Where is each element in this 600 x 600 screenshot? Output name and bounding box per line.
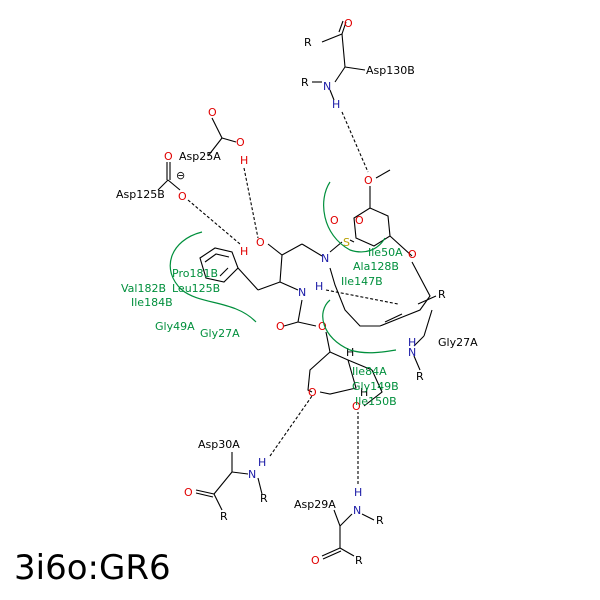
residue-label-asp29a: Asp29A — [294, 498, 336, 511]
residue-asp30a: Asp30A O R N H R — [184, 438, 268, 523]
atom-oxygen: O — [408, 248, 417, 261]
atom-hydrogen: H — [408, 336, 416, 349]
atom-nitrogen: N — [408, 346, 416, 359]
residue-label-gly27a-left: Gly27A — [200, 327, 240, 340]
hydrophobic-arc — [323, 181, 386, 253]
atom-r: R — [220, 510, 228, 523]
residue-label-ile184b: Ile184B — [131, 296, 173, 309]
atom-r: R — [376, 514, 384, 527]
page-title: 3i6o:GR6 — [14, 548, 171, 588]
hydrophobic-arc — [169, 231, 257, 323]
atom-hydrogen: H — [258, 456, 266, 469]
atom-nitrogen: N — [353, 504, 361, 517]
atom-oxygen: O — [318, 320, 327, 333]
atom-r: R — [355, 554, 363, 567]
hbond — [341, 111, 369, 173]
residue-label-ile84a: Ile84A — [352, 365, 387, 378]
residue-label-gly149b: Gly149B — [352, 380, 399, 393]
atom-oxygen: O — [352, 400, 361, 413]
atom-hydrogen: H — [240, 154, 248, 167]
atom-hydrogen: H — [346, 346, 354, 359]
residue-asp130b: R O R N H Asp130B — [301, 17, 415, 111]
residue-label-gly27a-right: Gly27A — [438, 336, 478, 349]
residue-label-pro181b: Pro181B — [172, 267, 218, 280]
atom-oxygen: O — [256, 236, 265, 249]
residue-label-ala128b: Ala128B — [353, 260, 399, 273]
residue-gly27a-right: R H N R Gly27A — [408, 288, 478, 383]
hbond — [325, 289, 399, 305]
charge-minus: ⊖ — [176, 169, 185, 182]
atom-sulfur: S — [343, 236, 350, 249]
atom-nitrogen: N — [321, 252, 329, 265]
hydrophobic-arc — [322, 299, 397, 354]
hbond — [269, 395, 313, 457]
hbond — [187, 199, 241, 245]
residue-asp25a: O O H Asp25A — [179, 106, 248, 167]
atom-oxygen: O — [164, 150, 173, 163]
atom-oxygen: O — [178, 190, 187, 203]
residue-label-leu125b: Leu125B — [172, 282, 220, 295]
atom-nitrogen: N — [248, 468, 256, 481]
residue-label-asp30a: Asp30A — [198, 438, 240, 451]
atom-oxygen: O — [276, 320, 285, 333]
atom-oxygen: O — [330, 214, 339, 227]
residue-label-ile50a: Ile50A — [368, 246, 403, 259]
residue-label-ile147b: Ile147B — [341, 275, 383, 288]
atom-oxygen: O — [236, 136, 245, 149]
atom-oxygen: O — [364, 174, 373, 187]
atom-hydrogen: H — [315, 280, 323, 293]
atom-oxygen: O — [355, 214, 364, 227]
residue-label-asp25a: Asp25A — [179, 150, 221, 163]
residue-asp125b: O O ⊖ Asp125B — [116, 150, 187, 203]
residue-label-asp125b: Asp125B — [116, 188, 165, 201]
residue-label-val182b: Val182B — [121, 282, 166, 295]
atom-hydrogen: H — [360, 386, 368, 399]
atom-r: R — [416, 370, 424, 383]
residue-label-ile150b: Ile150B — [355, 395, 397, 408]
atom-nitrogen: N — [298, 286, 306, 299]
atom-r: R — [260, 492, 268, 505]
atom-oxygen: O — [308, 386, 317, 399]
atom-hydrogen: H — [240, 245, 248, 258]
atom-hydrogen: H — [332, 98, 340, 111]
residue-label-gly49a: Gly49A — [155, 320, 195, 333]
atom-r: R — [438, 288, 446, 301]
residue-asp29a: Asp29A N H R O R — [294, 486, 384, 567]
atom-oxygen: O — [344, 17, 353, 30]
atom-r: R — [304, 36, 312, 49]
atom-oxygen: O — [311, 554, 320, 567]
atom-oxygen: O — [184, 486, 193, 499]
atom-oxygen: O — [208, 106, 217, 119]
atom-nitrogen: N — [323, 80, 331, 93]
atom-r: R — [301, 76, 309, 89]
atom-hydrogen: H — [354, 486, 362, 499]
ligand: O H N S O O O O N O O O O H H — [199, 169, 431, 413]
hbond — [243, 167, 259, 239]
residue-label-asp130b: Asp130B — [366, 64, 415, 77]
